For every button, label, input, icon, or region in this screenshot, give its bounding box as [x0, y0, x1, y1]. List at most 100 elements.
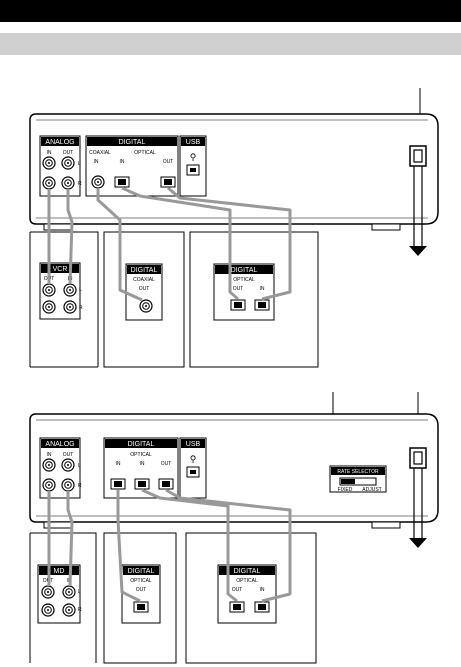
optical-device-out-jack-2b	[229, 601, 245, 613]
optical-device-out-jack	[230, 299, 246, 311]
optical-device-label: DIGITAL	[231, 267, 258, 274]
optical-device-sub-2b: OPTICAL	[236, 578, 258, 584]
vcr-in-r-jack	[63, 300, 77, 314]
analog-in-label: IN	[47, 150, 52, 156]
cables-1	[47, 186, 292, 302]
cable-analog-out-to-md-in	[66, 491, 74, 587]
digital-in1-label-2: IN	[116, 461, 121, 467]
md-in-l-jack	[62, 585, 76, 599]
md-r-label: R	[78, 607, 82, 613]
analog-in-label-2: IN	[47, 452, 52, 458]
vcr-box	[30, 231, 99, 367]
digital-label: DIGITAL	[119, 139, 146, 146]
cable-optical-in2	[141, 488, 238, 603]
analog-out-label: OUT	[63, 150, 74, 156]
usb-icon: ⚲	[190, 152, 197, 162]
digital-optical-out-jack-2	[158, 478, 174, 490]
optical-device-in-jack-2b	[254, 601, 270, 613]
digital-optical-label-2: OPTICAL	[130, 452, 152, 458]
cable-coaxial	[96, 188, 143, 302]
digital-coaxial-label: COAXIAL	[89, 150, 111, 156]
analog-l-label: L	[78, 161, 81, 167]
rate-selector-label: RATE SELECTOR	[337, 469, 379, 475]
digital-coaxial-in-jack	[91, 175, 105, 189]
power-cord-arrow	[409, 246, 427, 256]
usb-label: USB	[186, 139, 201, 146]
md-out-l-jack	[41, 585, 55, 599]
analog-r-label-2: R	[78, 483, 82, 489]
vcr-in-l-jack	[63, 283, 77, 297]
deck-foot-right	[371, 223, 401, 231]
vcr-out-r-jack	[42, 300, 56, 314]
vcr-r-label: R	[79, 305, 83, 311]
optical-device-in: IN	[260, 286, 265, 292]
optical-device-out-jack-2a	[133, 601, 149, 613]
optical-device-label-2b: DIGITAL	[234, 568, 261, 575]
analog-in-r-jack	[42, 176, 56, 190]
digital-out-label: OUT	[163, 159, 174, 165]
digital-optical-in-jack	[114, 176, 130, 188]
optical-device-sub: OPTICAL	[233, 277, 255, 283]
cable-analog-out-to-vcr-in	[66, 189, 74, 285]
optical-device-out-2a: OUT	[136, 587, 147, 593]
coaxial-device-out: OUT	[139, 286, 150, 292]
rate-selector-left: FIXED	[338, 487, 353, 493]
coaxial-device-out-jack	[139, 299, 153, 313]
optical-device-out-2b: OUT	[232, 587, 243, 593]
cables-2	[47, 488, 292, 603]
optical-device-out: OUT	[233, 286, 244, 292]
vcr-l-label: L	[79, 287, 82, 293]
digital-label-2: DIGITAL	[128, 441, 155, 448]
power-cord-arrow-2	[409, 538, 427, 548]
optical-device-in-jack	[254, 299, 270, 311]
coaxial-device-label: DIGITAL	[131, 267, 158, 274]
analog-label: ANALOG	[45, 139, 74, 146]
usb-icon-2: ⚲	[190, 454, 197, 464]
power-inlet	[409, 145, 427, 167]
md-in-r-jack	[62, 603, 76, 617]
digital-in2-label-2: IN	[140, 461, 145, 467]
cable-optical-out-2	[165, 488, 292, 603]
md-l-label: L	[78, 589, 81, 595]
digital-optical-out-jack	[160, 176, 176, 188]
deck-foot-right-2	[371, 521, 401, 529]
md-label: MD	[54, 568, 65, 575]
header-bar	[0, 0, 461, 22]
analog-label-2: ANALOG	[45, 441, 74, 448]
analog-in-l-jack	[42, 156, 56, 170]
analog-r-label: R	[78, 181, 82, 187]
cable-optical-out	[167, 186, 292, 301]
md-out-r-jack	[41, 603, 55, 617]
vcr-label: VCR	[53, 266, 68, 273]
rate-selector-knob	[341, 479, 355, 484]
analog-out-r-jack	[61, 176, 75, 190]
analog-out-l-jack-2	[61, 458, 75, 472]
cable-optical-in	[121, 186, 239, 301]
rate-selector-switch	[339, 477, 377, 486]
analog-l-label-2: L	[78, 463, 81, 469]
diagram-2: ANALOG IN OUT L R DIGITAL OPTICAL IN IN …	[29, 392, 439, 664]
digital-in2-label: IN	[120, 159, 125, 165]
digital-out-label-2: OUT	[161, 461, 172, 467]
analog-in-r-jack-2	[42, 478, 56, 492]
power-inlet-2	[409, 447, 427, 469]
digital-optical-label: OPTICAL	[134, 150, 156, 156]
analog-out-r-jack-2	[61, 478, 75, 492]
analog-out-label-2: OUT	[63, 452, 74, 458]
rate-selector-right: ADJUST	[362, 487, 381, 493]
vcr-out-l-jack	[42, 283, 56, 297]
section-bar	[0, 33, 461, 55]
diagram-1: ANALOG IN OUT L R DIGITAL COAXIAL OPTICA…	[29, 88, 439, 368]
digital-in1-label: IN	[94, 159, 99, 165]
analog-out-l-jack	[61, 156, 75, 170]
digital-optical-in2-jack-2	[134, 478, 150, 490]
optical-device-sub-2a: OPTICAL	[130, 578, 152, 584]
md-box	[30, 532, 97, 663]
optical-device-label-2a: DIGITAL	[128, 568, 155, 575]
analog-in-l-jack-2	[42, 458, 56, 472]
usb-label-2: USB	[186, 441, 201, 448]
cable-optical-in1	[116, 490, 141, 603]
optical-device-in-2b: IN	[260, 587, 265, 593]
digital-optical-in1-jack-2	[110, 478, 126, 490]
